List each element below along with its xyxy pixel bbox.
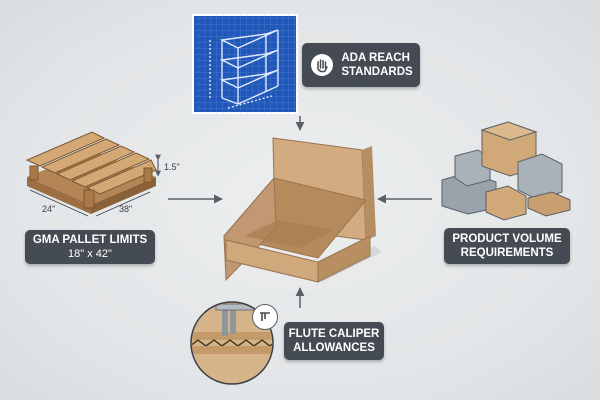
product-volume-label: PRODUCT VOLUME REQUIREMENTS <box>444 228 570 264</box>
product-boxes-illustration <box>441 121 571 221</box>
pallet-dim-length: 38" <box>119 204 133 214</box>
hand-icon <box>311 54 334 76</box>
ada-label-line1: ADA REACH <box>341 52 410 64</box>
caliper-icon <box>252 304 278 330</box>
product-label-line1: PRODUCT VOLUME <box>452 233 562 245</box>
cardboard-display-illustration <box>223 137 382 283</box>
gma-label-size: 18" x 42" <box>68 248 112 260</box>
pallet-dim-width: 24" <box>42 204 56 214</box>
ada-reach-label: ADA REACH STANDARDS <box>302 43 420 87</box>
gma-label-title: GMA PALLET LIMITS <box>32 234 148 246</box>
pallet-illustration <box>25 131 161 217</box>
gma-pallet-label: GMA PALLET LIMITS 18" x 42" <box>25 230 155 264</box>
flow-arrows <box>168 116 432 308</box>
flute-label-line1: FLUTE CALIPER <box>288 328 380 340</box>
pallet-dim-height: 1.5" <box>164 162 180 172</box>
blueprint-shelving-image <box>192 14 298 114</box>
product-label-line2: REQUIREMENTS <box>460 247 554 259</box>
flute-caliper-label: FLUTE CALIPER ALLOWANCES <box>284 322 384 360</box>
flute-label-line2: ALLOWANCES <box>293 342 375 354</box>
ada-label-line2: STANDARDS <box>341 66 413 78</box>
